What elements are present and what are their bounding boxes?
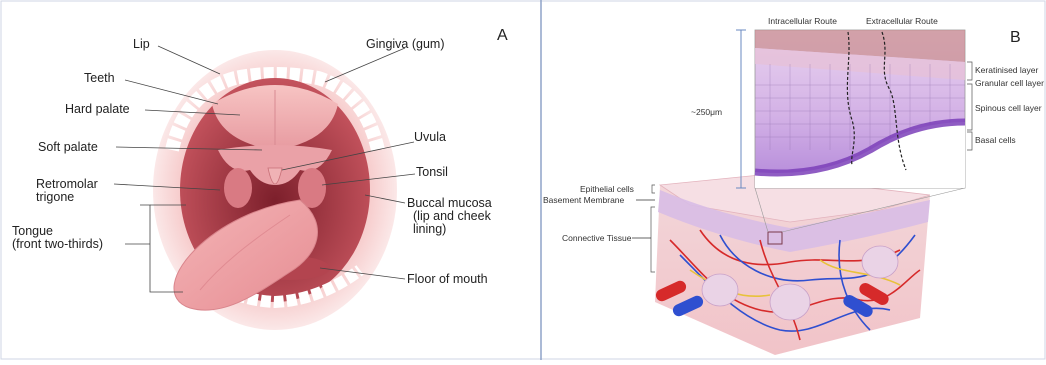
panel-a: A	[12, 27, 508, 330]
label-soft-palate: Soft palate	[38, 140, 98, 154]
label-buccal-line2: (lip and cheek	[413, 209, 492, 223]
label-connective-tissue: Connective Tissue	[562, 233, 632, 243]
label-granular-layer: Granular cell layer	[975, 78, 1044, 88]
gland-center	[770, 284, 810, 320]
panel-a-letter: A	[497, 27, 508, 44]
label-extracellular-route: Extracellular Route	[866, 16, 938, 26]
panel-b-leaders	[632, 200, 655, 238]
tissue-block	[654, 175, 930, 355]
label-tonsil: Tonsil	[416, 165, 448, 179]
label-gingiva: Gingiva (gum)	[366, 37, 445, 51]
panel-b: B	[543, 16, 1044, 355]
label-spinous-layer: Spinous cell layer	[975, 103, 1042, 113]
gland-left	[702, 274, 738, 306]
label-depth: ~250μm	[691, 107, 722, 117]
label-keratinised-layer: Keratinised layer	[975, 65, 1038, 75]
label-teeth: Teeth	[84, 71, 115, 85]
label-tongue-line1: Tongue	[12, 224, 53, 238]
mouth-illustration	[153, 50, 397, 330]
label-floor-of-mouth: Floor of mouth	[407, 272, 488, 286]
label-epithelial-cells: Epithelial cells	[580, 184, 634, 194]
label-tongue-line2: (front two-thirds)	[12, 237, 103, 251]
label-buccal-line1: Buccal mucosa	[407, 196, 492, 210]
label-uvula: Uvula	[414, 130, 446, 144]
label-buccal-line3: lining)	[413, 222, 446, 236]
tonsil-left	[224, 168, 252, 208]
label-lip: Lip	[133, 37, 150, 51]
gland-right	[862, 246, 898, 278]
panel-b-letter: B	[1010, 29, 1021, 46]
label-basement-membrane: Basement Membrane	[543, 195, 625, 205]
label-retromolar-line2: trigone	[36, 190, 74, 204]
label-retromolar-line1: Retromolar	[36, 177, 98, 191]
label-intracellular-route: Intracellular Route	[768, 16, 837, 26]
label-hard-palate: Hard palate	[65, 102, 130, 116]
label-basal-cells: Basal cells	[975, 135, 1016, 145]
